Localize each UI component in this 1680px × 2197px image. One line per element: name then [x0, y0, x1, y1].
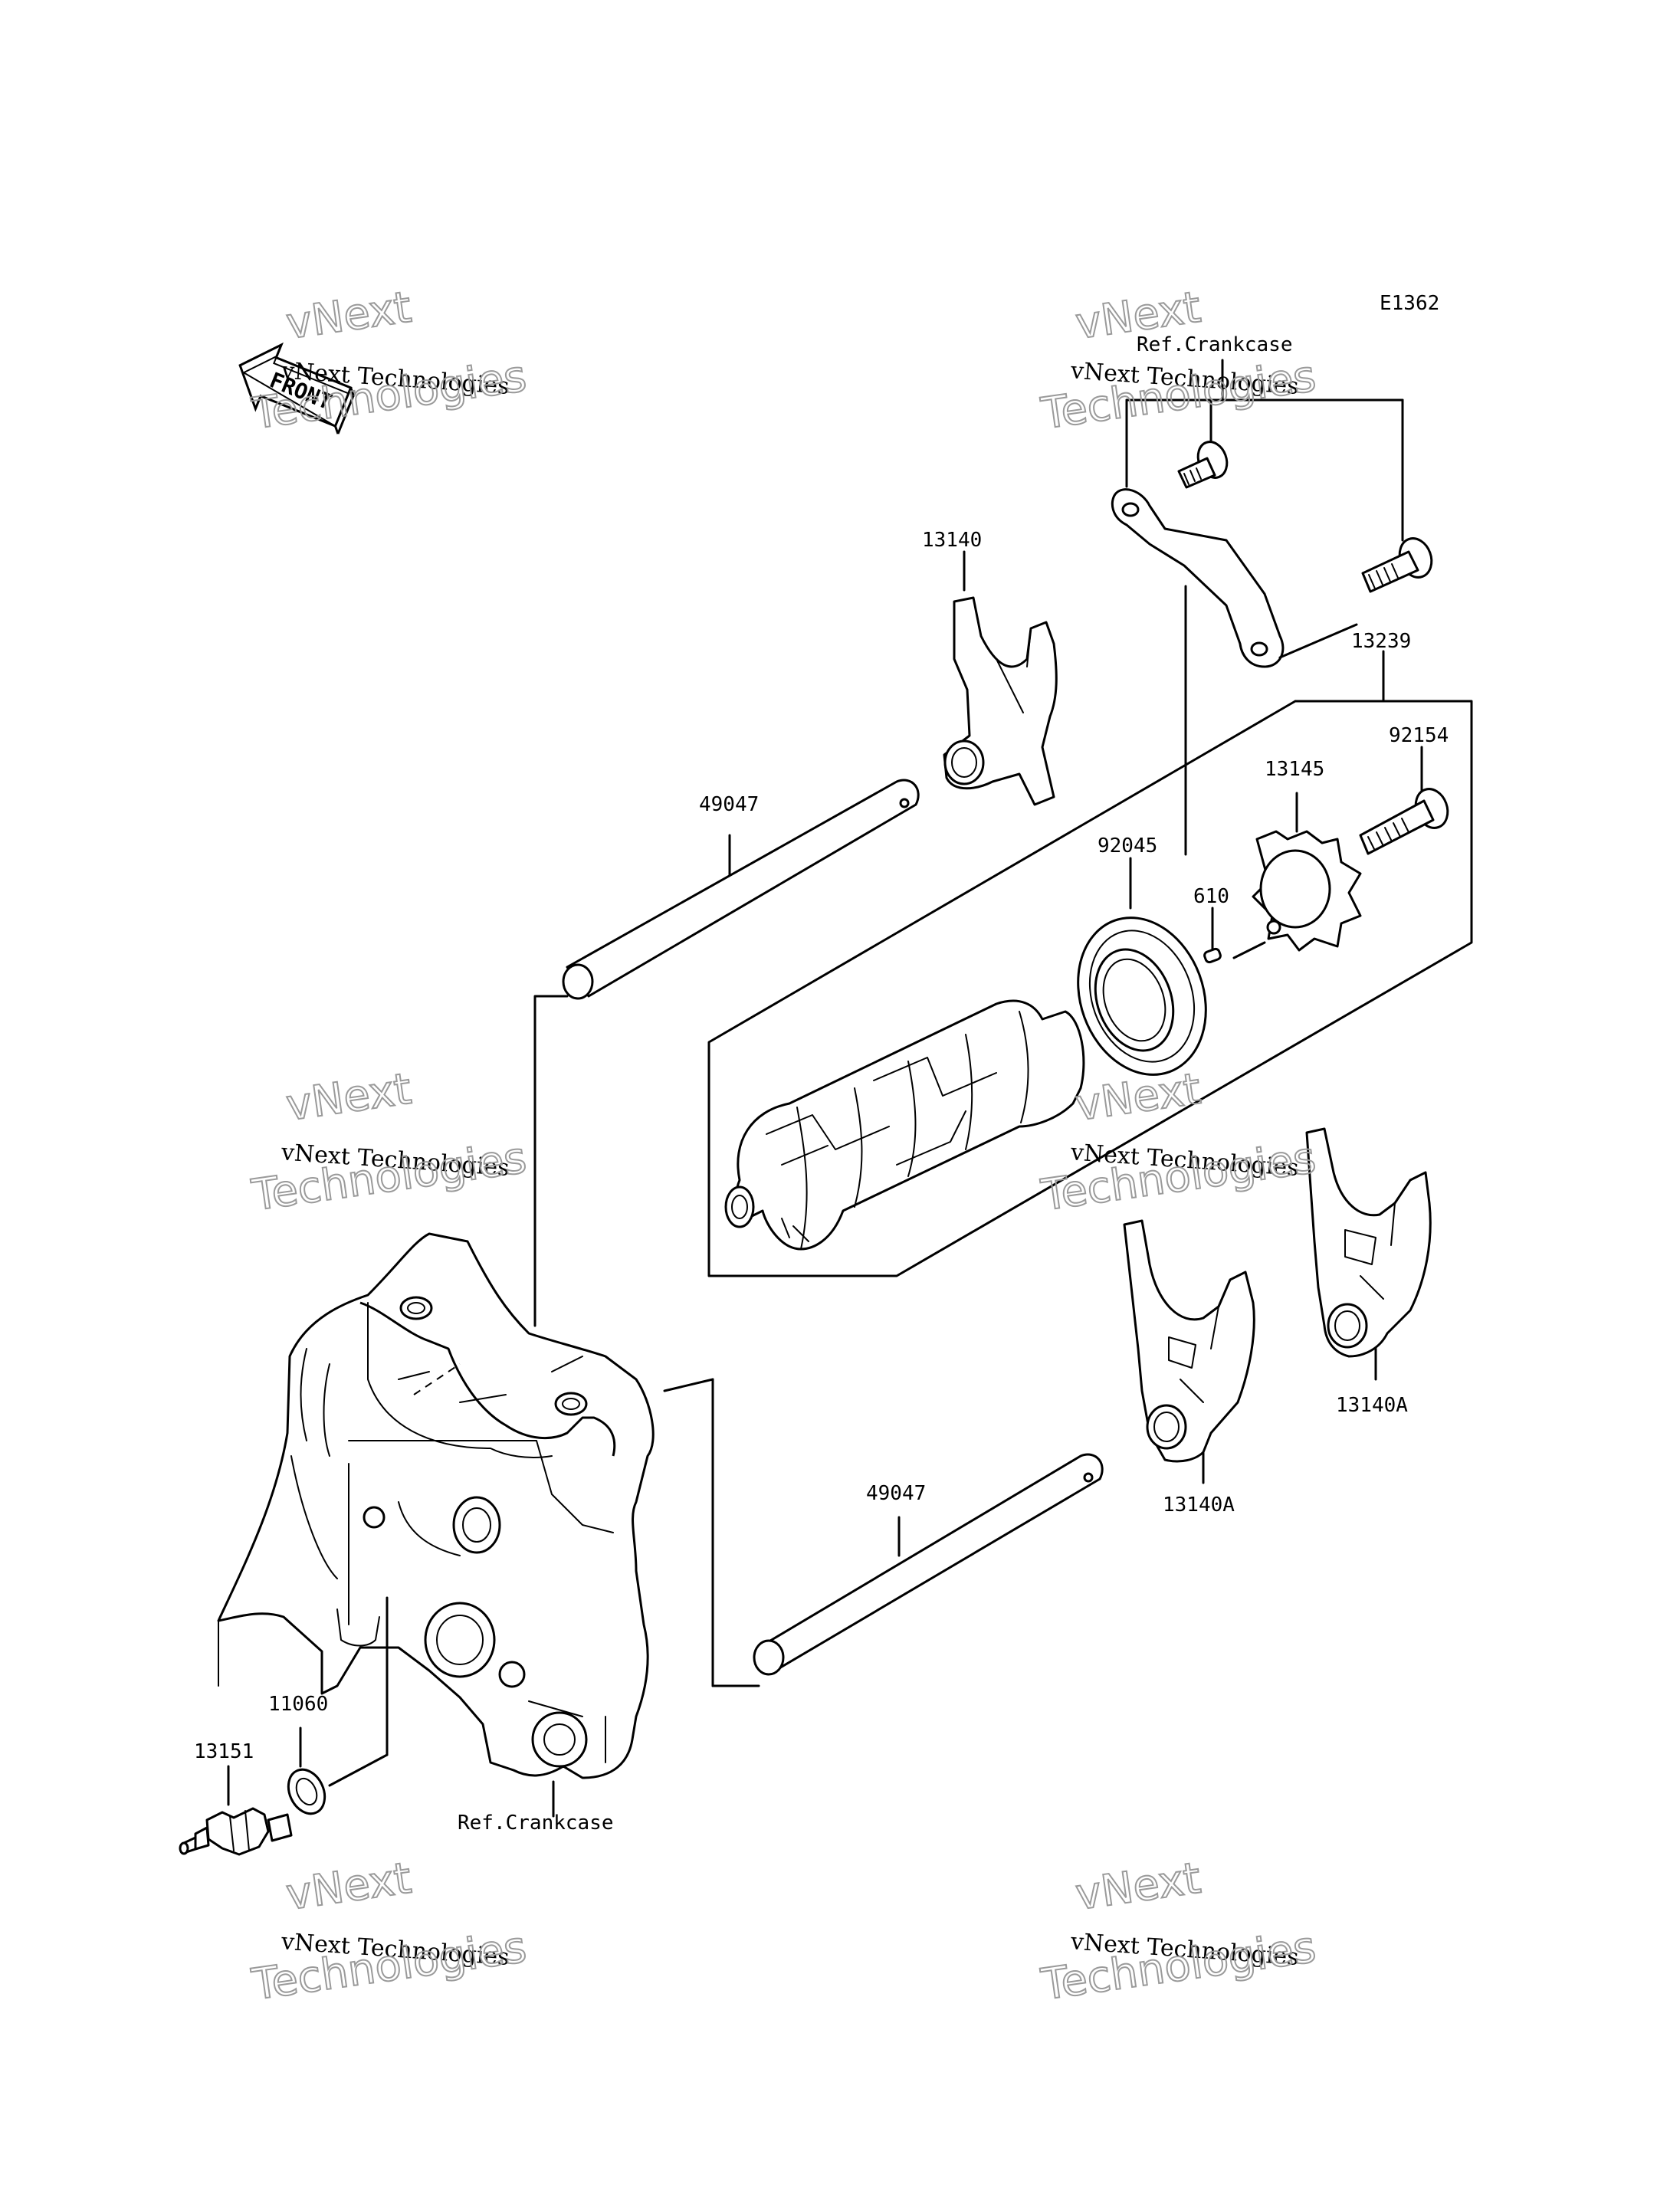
crankcase-section: [217, 1232, 760, 1818]
bolt-icon: [1177, 441, 1229, 489]
watermark: vNext vNext Technologies Technologies: [248, 282, 530, 441]
watermark: vNext vNext Technologies Technologies: [248, 1853, 530, 2012]
bolt-92154: [1359, 746, 1449, 855]
part-label: 13239: [1351, 630, 1411, 653]
part-label: 92154: [1389, 724, 1449, 747]
svg-text:vNext: vNext: [284, 1854, 415, 1920]
shift-fork-13140A-middle: [1123, 1219, 1255, 1484]
shift-fork-13140A-right: [1305, 1127, 1432, 1381]
shift-drum: [724, 999, 1085, 1251]
ref-label: Ref.Crankcase: [1137, 333, 1293, 356]
shift-rod-49047-lower: [753, 1453, 1104, 1676]
ref-crankcase-top-group: [1111, 359, 1433, 856]
pin-610: [1203, 907, 1266, 964]
bearing-92045: [1077, 857, 1207, 1076]
part-label: 13140A: [1163, 1494, 1235, 1517]
part-label: 49047: [699, 793, 759, 816]
part-label: 13140: [922, 529, 982, 552]
front-arrow-icon: FRONT: [238, 342, 355, 434]
ref-label: Ref.Crankcase: [458, 1812, 614, 1835]
part-label: 610: [1193, 885, 1229, 908]
shift-drum-cam-13145: [1252, 792, 1362, 952]
watermark: vNext vNext Technologies Technologies: [1037, 1064, 1319, 1222]
part-label: 49047: [866, 1482, 926, 1505]
part-label: 13151: [194, 1740, 254, 1763]
neutral-switch-13151: [179, 1765, 293, 1856]
shift-fork-13140: [943, 550, 1058, 806]
diagram-code: E1362: [1380, 292, 1439, 315]
svg-text:vNext: vNext: [284, 283, 415, 349]
svg-text:vNext: vNext: [284, 1064, 415, 1131]
svg-text:vNext: vNext: [1073, 1064, 1204, 1131]
part-label: 11060: [268, 1693, 328, 1716]
part-label: 13140A: [1336, 1394, 1408, 1417]
shift-rod-49047-upper: [533, 779, 920, 1327]
part-label: 92045: [1098, 835, 1157, 857]
watermark: vNext vNext Technologies Technologies: [1037, 282, 1319, 441]
watermark: vNext vNext Technologies Technologies: [248, 1064, 530, 1222]
part-label: 13145: [1265, 758, 1324, 781]
washer-11060: [287, 1596, 389, 1815]
bolt-icon: [1361, 537, 1433, 593]
watermark: vNext vNext Technologies Technologies: [1037, 1853, 1319, 2012]
bracket-plate: [1111, 488, 1285, 668]
svg-text:vNext: vNext: [1073, 1854, 1204, 1920]
shift-drum-assembly-frame: [707, 650, 1473, 1277]
